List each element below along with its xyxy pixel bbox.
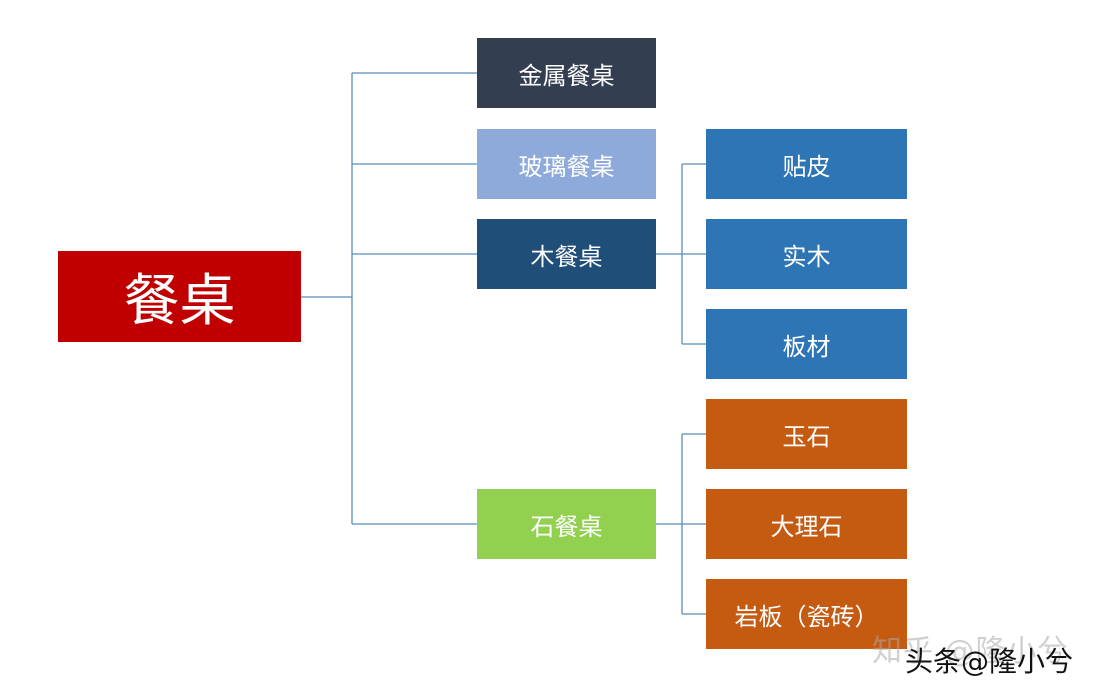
node-stone-table: 石餐桌 [477,489,656,559]
node-metal-table: 金属餐桌 [477,38,656,108]
watermark-zhihu: 知乎 @隆小兮 [872,634,1069,669]
node-solid-wood: 实木 [706,219,907,289]
node-label: 石餐桌 [530,512,603,541]
node-label: 木餐桌 [530,242,603,271]
node-label: 板材 [782,332,831,361]
node-label: 大理石 [770,512,843,541]
node-label: 贴皮 [782,152,831,181]
node-jade: 玉石 [706,399,907,469]
node-veneer: 贴皮 [706,129,907,199]
node-label: 金属餐桌 [518,61,615,90]
root-node-label: 餐桌 [123,269,236,334]
node-glass-table: 玻璃餐桌 [477,129,656,199]
node-board: 板材 [706,309,907,379]
node-label: 实木 [782,242,831,271]
node-wood-table: 木餐桌 [477,219,656,289]
node-label: 玉石 [782,422,831,451]
node-marble: 大理石 [706,489,907,559]
node-label: 玻璃餐桌 [518,152,615,181]
node-label: 岩板（瓷砖） [734,602,879,631]
root-node-dining-table: 餐桌 [58,251,301,342]
watermark-toutiao: 头条@隆小兮 [905,645,1074,678]
node-slate-tile: 岩板（瓷砖） [706,579,907,649]
